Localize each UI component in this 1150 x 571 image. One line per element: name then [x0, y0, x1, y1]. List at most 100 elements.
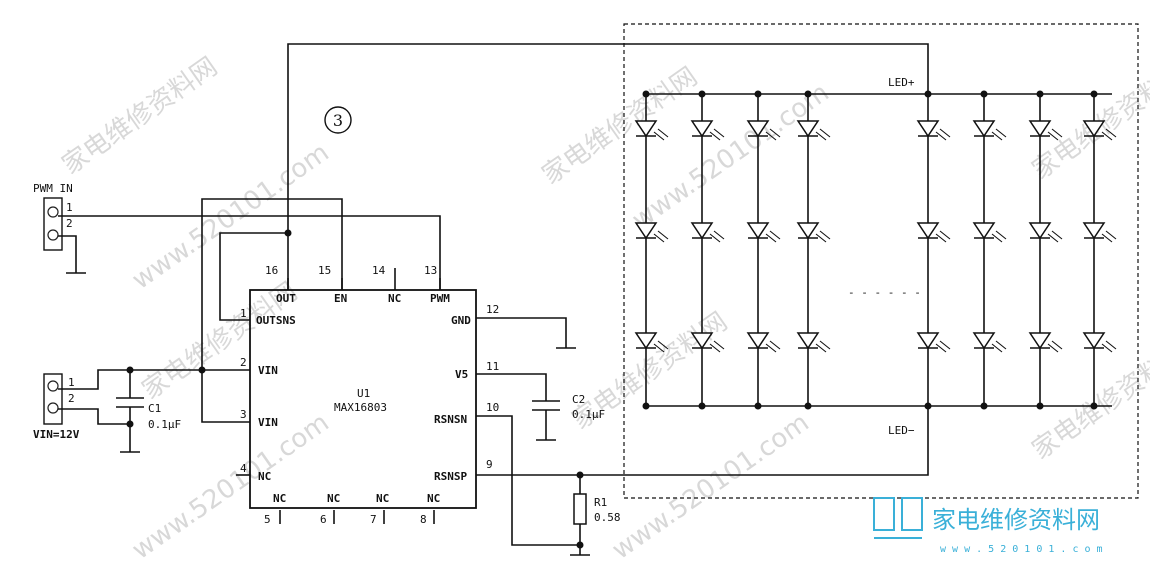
- pin-num: 12: [486, 303, 499, 316]
- led-diode: [796, 332, 831, 353]
- pin-name: OUT: [276, 292, 296, 305]
- logo-title: 家电维修资料网: [932, 506, 1100, 534]
- pin-num: 11: [486, 360, 499, 373]
- led-diode: [690, 332, 725, 353]
- pin-num: 2: [240, 356, 247, 369]
- led-diode: [746, 222, 781, 243]
- r1-ref: R1: [594, 496, 607, 509]
- pin-num: 1: [240, 307, 247, 320]
- c2-value: 0.1μF: [572, 408, 605, 421]
- pin-num: 10: [486, 401, 499, 414]
- led-ellipsis: - - - - - -: [848, 286, 921, 299]
- junction-dot: [924, 402, 932, 410]
- vin-connector: 1 2 VIN=12V: [33, 366, 250, 441]
- led-diode: [1082, 222, 1117, 243]
- led-string: [796, 94, 831, 406]
- pin-num: 14: [372, 264, 386, 277]
- led-diode: [634, 332, 669, 353]
- led-diode: [746, 332, 781, 353]
- c1-value: 0.1μF: [148, 418, 181, 431]
- gnd-wire: [476, 317, 576, 349]
- pwm-pin1-label: 1: [66, 201, 73, 214]
- led-diode: [916, 120, 951, 141]
- led-diode: [916, 332, 951, 353]
- pin-num: 6: [320, 513, 327, 526]
- pin-num: 5: [264, 513, 271, 526]
- watermark-url: www.520101.com: [127, 408, 335, 566]
- junction-dot: [804, 402, 812, 410]
- vin-pin1-label: 1: [68, 376, 75, 389]
- logo-url: w w w . 5 2 0 1 0 1 . c o m: [940, 544, 1103, 555]
- sense-resistor-r1: R1 0.58: [476, 406, 929, 556]
- svg-text:3: 3: [333, 111, 343, 130]
- junction-dot: [924, 90, 932, 98]
- led-diode: [634, 120, 669, 141]
- junction-dot: [642, 90, 650, 98]
- pin-name: NC: [388, 292, 401, 305]
- junction-dot: [1090, 402, 1098, 410]
- junction-dot: [754, 90, 762, 98]
- led-diode: [1028, 120, 1063, 141]
- ic-ref: U1: [357, 387, 370, 400]
- watermark-text: 家电维修资料网: [537, 62, 703, 191]
- pin-num: 4: [240, 462, 247, 475]
- led-diode: [1028, 332, 1063, 353]
- junction-dot: [1036, 90, 1044, 98]
- pin-name: GND: [451, 314, 471, 327]
- led-string: [746, 94, 781, 406]
- led-diode: [796, 222, 831, 243]
- output-wire: [287, 43, 929, 290]
- ic-u1: U1 MAX16803 16 15 14 13 OUT EN NC PWM 1 …: [236, 264, 499, 526]
- led-string: [1028, 94, 1063, 406]
- pin-num: 7: [370, 513, 377, 526]
- pin-num: 13: [424, 264, 437, 277]
- led-string: [634, 94, 669, 406]
- led-string: [690, 94, 725, 406]
- led-diode: [1028, 222, 1063, 243]
- pwm-in-label: PWM IN: [33, 182, 73, 195]
- led-diode: [690, 222, 725, 243]
- pin-num: 3: [240, 408, 247, 421]
- pin-num: 16: [265, 264, 278, 277]
- led-minus-label: LED−: [888, 424, 915, 437]
- watermark-text: 家电维修资料网: [57, 52, 223, 181]
- c1-ref: C1: [148, 402, 161, 415]
- pin-name: NC: [376, 492, 389, 505]
- pin-name: OUTSNS: [256, 314, 296, 327]
- junction-dot: [754, 402, 762, 410]
- led-string: [972, 94, 1007, 406]
- pin-name: V5: [455, 368, 468, 381]
- junction-dot: [980, 90, 988, 98]
- led-diode: [972, 120, 1007, 141]
- junction-dot: [642, 402, 650, 410]
- vin-pin2-label: 2: [68, 392, 75, 405]
- junction-dot: [980, 402, 988, 410]
- c2-ref: C2: [572, 393, 585, 406]
- pin-name: NC: [327, 492, 340, 505]
- pin-num: 9: [486, 458, 493, 471]
- capacitor-c1: C1 0.1μF: [116, 370, 181, 453]
- pin-name: RSNSP: [434, 470, 467, 483]
- outsns-wire: [219, 229, 292, 321]
- led-string: [1082, 94, 1117, 406]
- r1-value: 0.58: [594, 511, 621, 524]
- ic-part: MAX16803: [334, 401, 387, 414]
- junction-dot: [1036, 402, 1044, 410]
- pwm-in-connector: PWM IN 1 2: [33, 182, 441, 290]
- pin-name: NC: [273, 492, 286, 505]
- led-diode: [972, 332, 1007, 353]
- led-plus-label: LED+: [888, 76, 915, 89]
- capacitor-c2: C2 0.1μF: [476, 373, 605, 441]
- led-string: [916, 94, 951, 406]
- section-marker: 3: [324, 106, 352, 134]
- pin-num: 15: [318, 264, 331, 277]
- pin-name: RSNSN: [434, 413, 467, 426]
- watermark-text: 家电维修资料网: [1027, 337, 1150, 466]
- pin-name: VIN: [258, 416, 278, 429]
- junction-dot: [804, 90, 812, 98]
- led-strings: [634, 90, 1117, 410]
- junction-dot: [698, 402, 706, 410]
- led-diode: [1082, 332, 1117, 353]
- en-wire: [201, 198, 343, 423]
